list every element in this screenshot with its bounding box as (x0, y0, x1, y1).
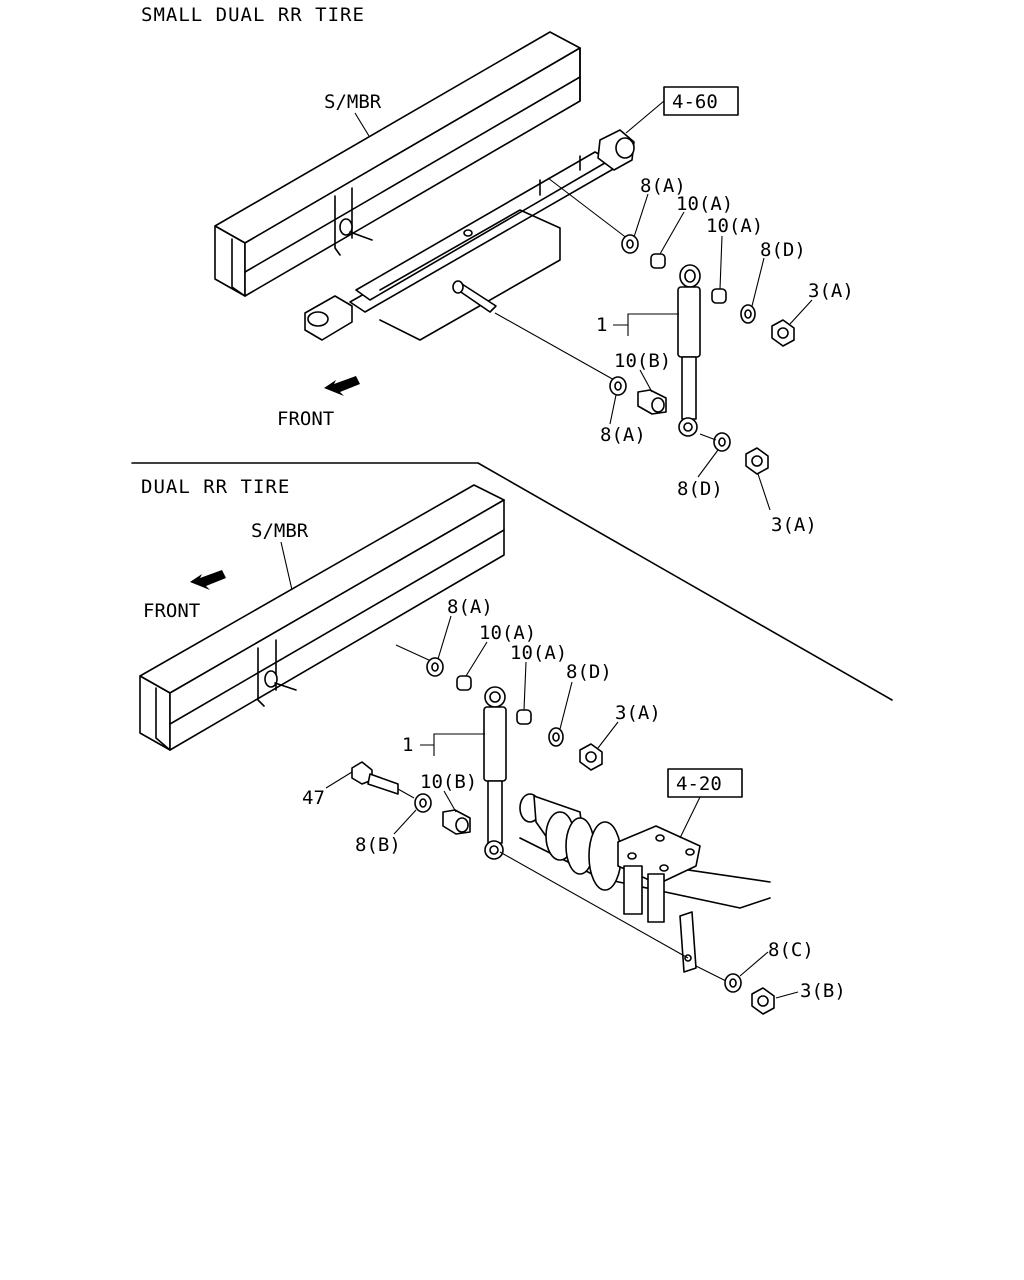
shock-absorber (677, 264, 701, 437)
callout-shock: 1 (402, 734, 413, 756)
callout-washer-lower: 8(A) (600, 424, 646, 446)
callout-nut-bracket: 3(B) (800, 980, 846, 1002)
callout-washer-lower-outer: 8(D) (677, 478, 723, 500)
mounting-studs (339, 218, 497, 313)
side-member-frame (139, 484, 505, 751)
section-divider (131, 462, 893, 701)
front-arrow-icon (324, 376, 360, 396)
front-arrow-icon (190, 570, 226, 590)
mounting-stud-frame (264, 670, 297, 691)
callout-washer-upper-outer: 8(D) (566, 661, 612, 683)
callout-washer-upper: 8(A) (447, 596, 493, 618)
leaf-spring (304, 129, 635, 341)
callout-bush-upper-1: 10(A) (676, 193, 733, 215)
hardware-upper-section (609, 234, 795, 475)
ref-box-label: 4-20 (676, 773, 722, 795)
section-title: DUAL RR TIRE (141, 476, 290, 498)
frame-label: S/MBR (324, 91, 382, 113)
callout-bush-lower: 10(B) (420, 771, 477, 793)
callout-washer-lower: 8(B) (355, 834, 401, 856)
rear-axle-housing (499, 793, 771, 983)
callout-washer-upper: 8(A) (640, 175, 686, 197)
callout-bush-lower: 10(B) (614, 350, 671, 372)
callout-nut-upper: 3(A) (615, 702, 661, 724)
callout-bolt: 47 (302, 787, 325, 809)
callout-bush-upper-2: 10(A) (510, 642, 567, 664)
callout-washer-upper-outer: 8(D) (760, 239, 806, 261)
shock-absorber (483, 686, 507, 860)
callout-bush-upper-1: 10(A) (479, 622, 536, 644)
hardware-lower-section (351, 657, 775, 1015)
section-dual-rr-tire: DUAL RR TIRE (139, 476, 846, 1015)
callout-nut-lower: 3(A) (771, 514, 817, 536)
front-label: FRONT (143, 600, 200, 622)
callout-nut-upper: 3(A) (808, 280, 854, 302)
frame-label: S/MBR (251, 520, 309, 542)
callout-shock: 1 (596, 314, 607, 336)
side-member-frame (214, 31, 581, 297)
callout-bush-upper-2: 10(A) (706, 215, 763, 237)
ref-box-label: 4-60 (672, 91, 718, 113)
section-small-dual-rr-tire: SMALL DUAL RR TIRE (141, 4, 854, 536)
section-title: SMALL DUAL RR TIRE (141, 4, 365, 26)
callout-washer-bracket: 8(C) (768, 939, 814, 961)
front-label: FRONT (277, 408, 334, 430)
